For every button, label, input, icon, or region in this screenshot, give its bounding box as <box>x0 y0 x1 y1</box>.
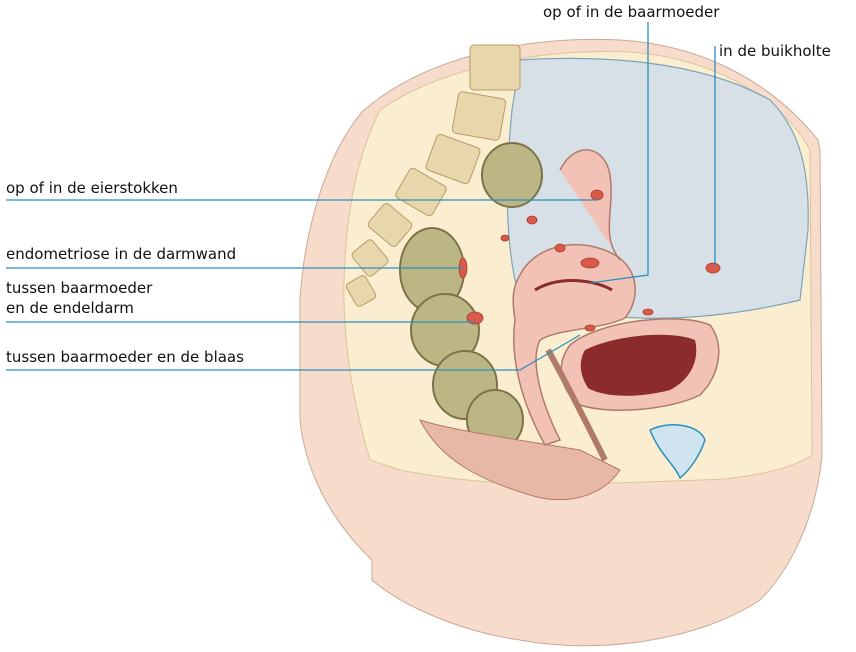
label-uterus-bladder: tussen baarmoeder en de blaas <box>6 348 244 366</box>
label-bowel-wall: endometriose in de darmwand <box>6 245 236 263</box>
small-intestine <box>482 143 542 207</box>
label-in-uterus: op of in de baarmoeder <box>543 3 719 21</box>
label-uterus-rectum-line2: en de endeldarm <box>6 299 134 317</box>
label-uterus-rectum-line1: tussen baarmoeder <box>6 279 152 297</box>
label-ovaries: op of in de eierstokken <box>6 179 178 197</box>
label-in-abdomen: in de buikholte <box>719 42 831 60</box>
